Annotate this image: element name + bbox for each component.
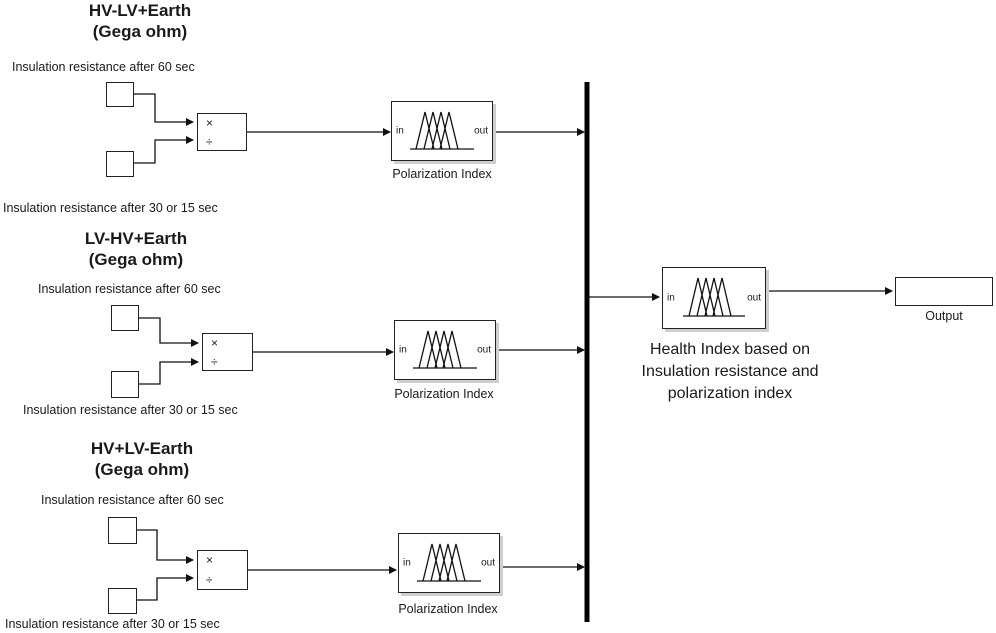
fis-in-label: in: [399, 344, 407, 356]
wire-g1-60: [133, 93, 194, 126]
group2-label-30: Insulation resistance after 30 or 15 sec: [23, 403, 238, 417]
group2-input-30[interactable]: [111, 371, 139, 398]
fis-out-label: out: [477, 344, 491, 356]
group1-input-60[interactable]: [106, 82, 134, 107]
wire-g2-60: [138, 317, 199, 347]
fis-in-label: in: [667, 292, 675, 304]
health-fis-block[interactable]: in out: [662, 267, 766, 329]
multiply-icon: ×: [206, 553, 214, 567]
group3-input-30[interactable]: [108, 588, 137, 614]
group2-input-60[interactable]: [111, 305, 139, 331]
group3-title-line2: (Gega ohm): [94, 460, 190, 479]
group1-product-block[interactable]: × ÷: [197, 113, 247, 151]
group3-fis-label: Polarization Index: [398, 602, 498, 616]
divide-icon: ÷: [206, 573, 213, 587]
group2-product-block[interactable]: × ÷: [202, 333, 253, 371]
group2-label-60: Insulation resistance after 60 sec: [38, 282, 221, 296]
group1-label-30: Insulation resistance after 30 or 15 sec: [3, 201, 218, 215]
wire-g3-60: [136, 529, 194, 564]
group3-input-60[interactable]: [108, 517, 137, 544]
output-label: Output: [925, 309, 963, 323]
fis-out-label: out: [481, 557, 495, 569]
divide-icon: ÷: [206, 135, 213, 149]
fis-in-label: in: [403, 557, 411, 569]
group2-title-line2: (Gega ohm): [88, 250, 184, 269]
health-caption-line3: polarization index: [667, 385, 793, 402]
group1-label-60: Insulation resistance after 60 sec: [12, 60, 195, 74]
group3-title-line1: HV+LV-Earth: [90, 439, 194, 458]
group2-fis-label: Polarization Index: [394, 387, 494, 401]
group2-title-line1: LV-HV+Earth: [84, 229, 188, 248]
fis-in-label: in: [396, 125, 404, 137]
multiply-icon: ×: [211, 336, 219, 350]
wire-g3-30: [136, 574, 194, 601]
group3-product-block[interactable]: × ÷: [197, 550, 248, 590]
group1-fis-block[interactable]: in out: [391, 101, 493, 161]
wire-g1-30: [133, 136, 194, 164]
fis-out-label: out: [474, 125, 488, 137]
membership-functions-icon: [417, 543, 481, 582]
health-index-caption: Health Index based on Insulation resista…: [600, 339, 860, 405]
group1-fis-label: Polarization Index: [392, 167, 492, 181]
health-caption-line2: Insulation resistance and: [641, 363, 819, 380]
group3-label-60: Insulation resistance after 60 sec: [41, 493, 224, 507]
membership-functions-icon: [410, 111, 474, 150]
membership-functions-icon: [413, 330, 477, 369]
fis-out-label: out: [747, 292, 761, 304]
health-caption-line1: Health Index based on: [649, 341, 811, 358]
group2-title: LV-HV+Earth (Gega ohm): [66, 228, 206, 270]
group3-title: HV+LV-Earth (Gega ohm): [72, 438, 212, 480]
membership-functions-icon: [683, 277, 745, 317]
group3-label-30: Insulation resistance after 30 or 15 sec: [5, 617, 220, 631]
group3-fis-block[interactable]: in out: [398, 533, 500, 593]
group2-fis-block[interactable]: in out: [394, 320, 496, 380]
output-block[interactable]: [895, 277, 993, 306]
group1-title-line2: (Gega ohm): [92, 22, 188, 41]
multiply-icon: ×: [206, 116, 214, 130]
group1-title-line1: HV-LV+Earth: [88, 1, 192, 20]
divide-icon: ÷: [211, 355, 218, 369]
group1-title: HV-LV+Earth (Gega ohm): [70, 0, 210, 42]
group1-input-30[interactable]: [106, 151, 134, 177]
wire-g2-30: [138, 358, 199, 385]
